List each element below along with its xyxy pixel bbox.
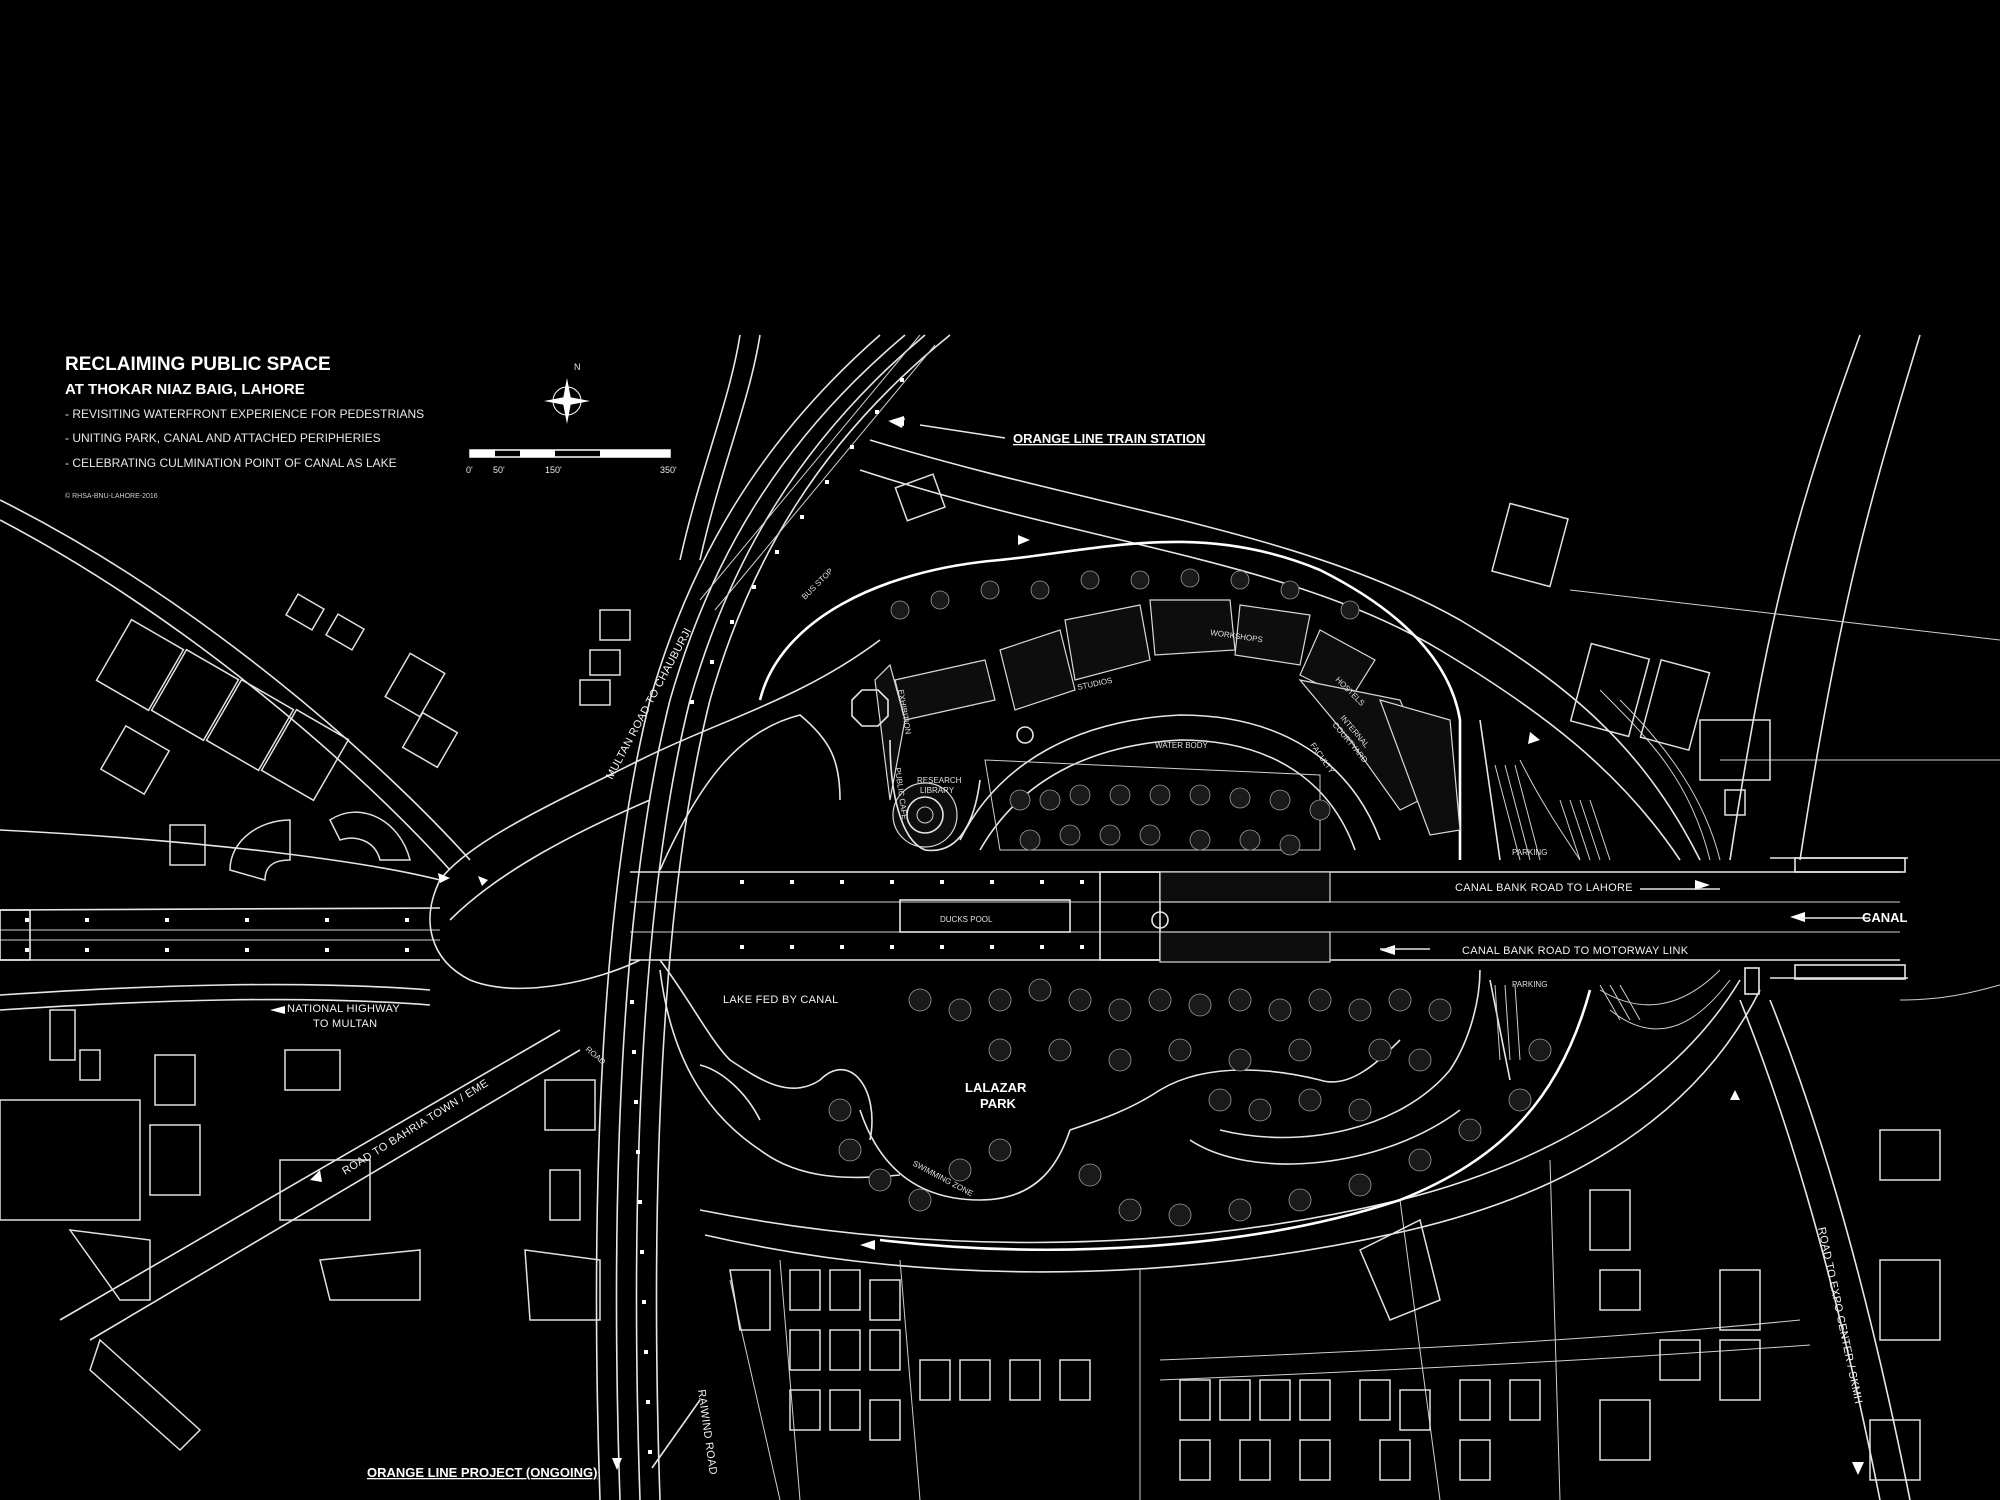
lalazar-park-site	[659, 540, 1731, 1251]
label-lalazar-park-2: PARK	[980, 1096, 1016, 1111]
label-research-library: RESEARCH	[917, 776, 962, 785]
label-parking-bottom: PARKING	[1512, 980, 1547, 989]
label-bus-stop: BUS STOP	[800, 567, 835, 602]
label-canal-to-lahore: CANAL BANK ROAD TO LAHORE	[1455, 882, 1633, 894]
label-national-highway-2: TO MULTAN	[313, 1018, 377, 1030]
label-ducks-pool: DUCKS POOL	[940, 915, 993, 924]
orange-line-pillars	[25, 378, 1084, 1454]
label-orange-line-project: ORANGE LINE PROJECT (ONGOING)	[367, 1465, 597, 1480]
bullet-2: - UNITING PARK, CANAL AND ATTACHED PERIP…	[65, 431, 381, 445]
label-canal: CANAL	[1862, 910, 1908, 925]
traffic-arrows	[270, 418, 1864, 1475]
north-label: N	[574, 362, 581, 372]
copyright-note: © RHSA-BNU-LAHORE-2016	[65, 492, 158, 500]
label-water-body: WATER BODY	[1155, 741, 1209, 750]
north-arrow-icon: N	[544, 362, 590, 424]
label-faculty: FACULTY	[1308, 741, 1336, 776]
surrounding-buildings	[0, 473, 1941, 1481]
label-lalazar-park: LALAZAR	[965, 1080, 1027, 1095]
label-expo-road: ROAD TO EXPO CENTER / SKMH	[1815, 1226, 1864, 1405]
scale-label-150: 150'	[545, 465, 562, 475]
label-national-highway: NATIONAL HIGHWAY	[287, 1003, 400, 1015]
label-research-library-2: LIBRARY	[920, 786, 955, 795]
scale-bar: 0' 50' 150' 350'	[466, 449, 677, 475]
drawing-title: RECLAIMING PUBLIC SPACE	[65, 354, 331, 375]
drawing-subtitle: AT THOKAR NIAZ BAIG, LAHORE	[65, 381, 305, 398]
leader-lines	[651, 416, 1870, 1469]
label-raiwind-road: RAIWIND ROAD	[695, 1389, 719, 1476]
map-labels: ORANGE LINE TRAIN STATION ORANGE LINE PR…	[287, 431, 1908, 1480]
label-orange-line-station: ORANGE LINE TRAIN STATION	[1013, 431, 1205, 446]
canal-markers	[0, 857, 1906, 995]
label-bahria-road: ROAD TO BAHRIA TOWN / EME	[340, 1077, 490, 1177]
scale-label-350: 350'	[660, 465, 677, 475]
scale-label-50: 50'	[493, 465, 505, 475]
bullet-1: - REVISITING WATERFRONT EXPERIENCE FOR P…	[65, 407, 424, 421]
park-trees	[828, 568, 1552, 1227]
title-block: RECLAIMING PUBLIC SPACE AT THOKAR NIAZ B…	[65, 354, 424, 500]
label-canal-to-motorway: CANAL BANK ROAD TO MOTORWAY LINK	[1462, 945, 1689, 957]
label-parking-top: PARKING	[1512, 848, 1547, 857]
scale-label-0: 0'	[466, 465, 473, 475]
label-lake: LAKE FED BY CANAL	[723, 994, 839, 1006]
bullet-3: - CELEBRATING CULMINATION POINT OF CANAL…	[65, 456, 397, 470]
road-network	[0, 334, 2000, 1500]
